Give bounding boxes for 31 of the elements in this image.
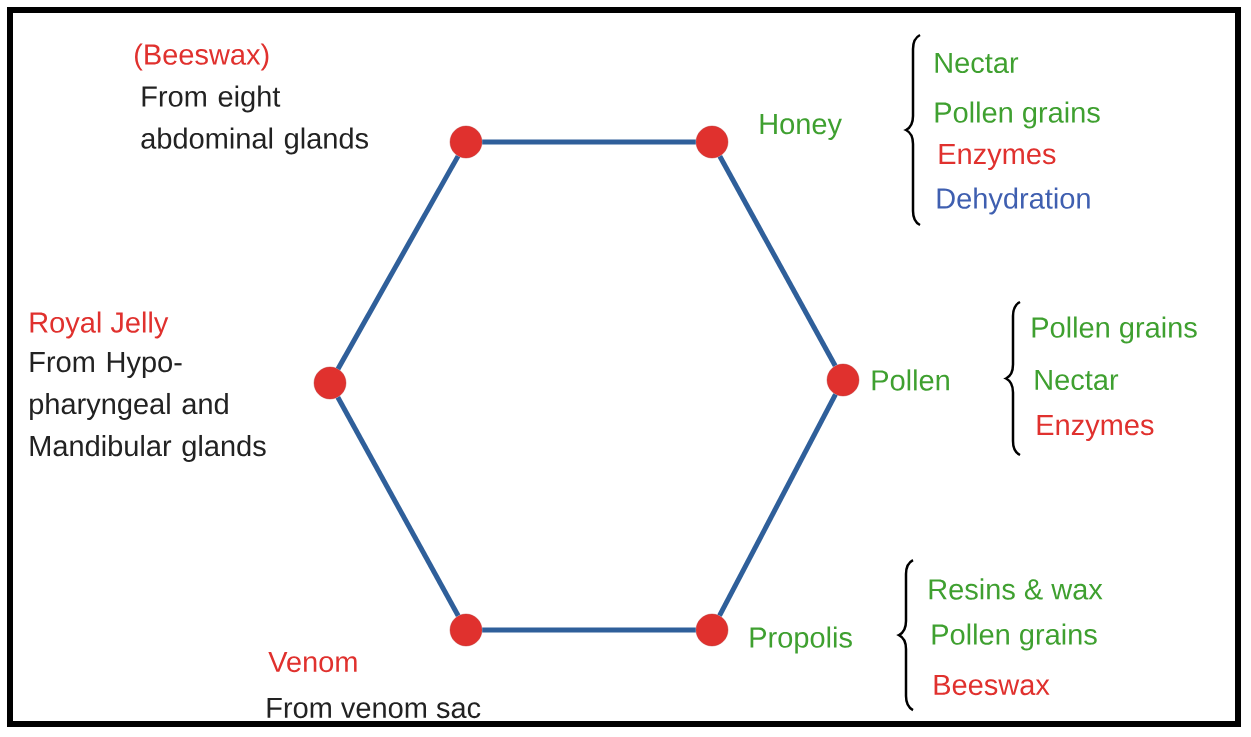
list-item: Dehydration <box>937 187 1090 215</box>
hexagon-side <box>717 393 838 617</box>
list-item: Enzymes <box>939 144 1056 170</box>
node-caption: Honey <box>760 114 842 140</box>
node-caption: From venom sac <box>267 697 481 719</box>
node-caption: From eight abdominal glands <box>141 85 369 155</box>
hexagon-side <box>335 396 461 618</box>
node-caption: From Hypo- pharyngeal and Mandibular glands <box>30 352 266 462</box>
hexagon-side <box>335 154 461 371</box>
hexagon-side <box>717 155 838 368</box>
hexagon-side <box>482 627 696 633</box>
list-item: Enzymes <box>1037 415 1154 441</box>
dot <box>695 125 729 159</box>
dot <box>695 613 729 647</box>
node-caption: Royal Jelly <box>30 311 169 339</box>
node-caption: Venom <box>268 651 357 673</box>
node-caption: Propolis <box>750 626 852 654</box>
dot <box>449 125 483 159</box>
list-item: Pollen grains <box>935 101 1100 129</box>
dot <box>313 366 347 400</box>
list-item: Nectar <box>1035 369 1119 391</box>
hexagon-side <box>482 139 696 145</box>
list-item: Nectar <box>935 52 1019 74</box>
list-item: Pollen grains <box>932 623 1097 651</box>
list-item: Resins & wax <box>929 578 1103 600</box>
list-item: Beeswax <box>934 674 1050 696</box>
list-item: Pollen grains <box>1032 316 1197 344</box>
node-caption: Pollen <box>872 369 949 391</box>
dot <box>449 613 483 647</box>
dot <box>826 363 860 397</box>
node-caption: (Beeswax) <box>135 43 269 71</box>
